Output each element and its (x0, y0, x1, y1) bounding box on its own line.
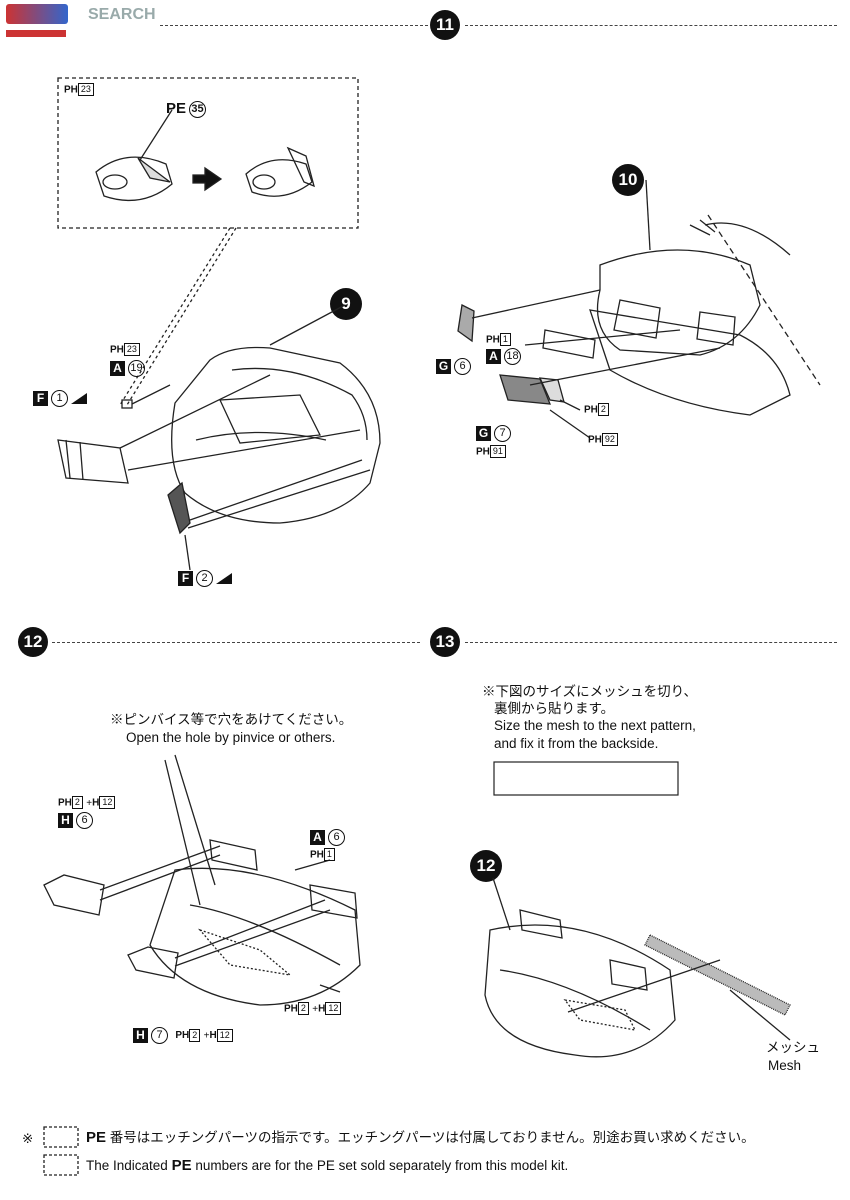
step10-number: 10 (612, 164, 644, 196)
rear-section-drawing (457, 179, 821, 439)
step13-note-en2: and fix it from the backside. (494, 736, 659, 751)
logo-site-bar (6, 30, 66, 37)
mesh-label-en: Mesh (768, 1058, 802, 1073)
step13-note-jp1: ※下図のサイズにメッシュを切り、 (482, 684, 698, 699)
front-bumper-drawing (57, 304, 381, 571)
step9-number: 9 (330, 288, 362, 320)
step13-number: 13 (430, 627, 460, 657)
pe-part-after (245, 146, 315, 197)
step11-number: 11 (430, 10, 460, 40)
decal-icon (216, 573, 232, 584)
step11-divider-left (160, 25, 428, 26)
footer-dashed-box-2 (43, 1154, 79, 1176)
step12-note-en: Open the hole by pinvice or others. (126, 730, 336, 745)
bumper-mesh-drawing (484, 877, 791, 1058)
logo-icon (6, 4, 68, 24)
step13-divider (465, 642, 837, 643)
step13-note-jp2: 裏側から貼ります。 (494, 701, 615, 716)
footer-mark: ※ (22, 1131, 34, 1146)
logo (6, 4, 86, 40)
pe-part-before (95, 109, 173, 202)
front-bumper-12-drawing (43, 754, 361, 1006)
footer-en: The Indicated PE numbers are for the PE … (86, 1157, 569, 1174)
step13-note-en1: Size the mesh to the next pattern, (494, 718, 696, 733)
footer-jp: PE 番号はエッチングパーツの指示です。エッチングパーツは付属しておりません。別… (86, 1129, 755, 1146)
footer-dashed-box-1 (43, 1126, 79, 1148)
decal-icon (71, 393, 87, 404)
inset-leader (119, 227, 231, 406)
pe-inset-box (57, 77, 359, 229)
step11-divider-right (465, 25, 837, 26)
step12-divider (52, 642, 420, 643)
step12-note-jp: ※ピンバイス等で穴をあけてください。 (110, 712, 353, 727)
mesh-size-pattern (493, 761, 679, 796)
logo-text: SEARCH (88, 6, 156, 23)
step-arrow (192, 166, 223, 192)
mesh-label-jp: メッシュ (766, 1040, 820, 1055)
step12-number: 12 (18, 627, 48, 657)
step12-ref-number: 12 (470, 850, 502, 882)
